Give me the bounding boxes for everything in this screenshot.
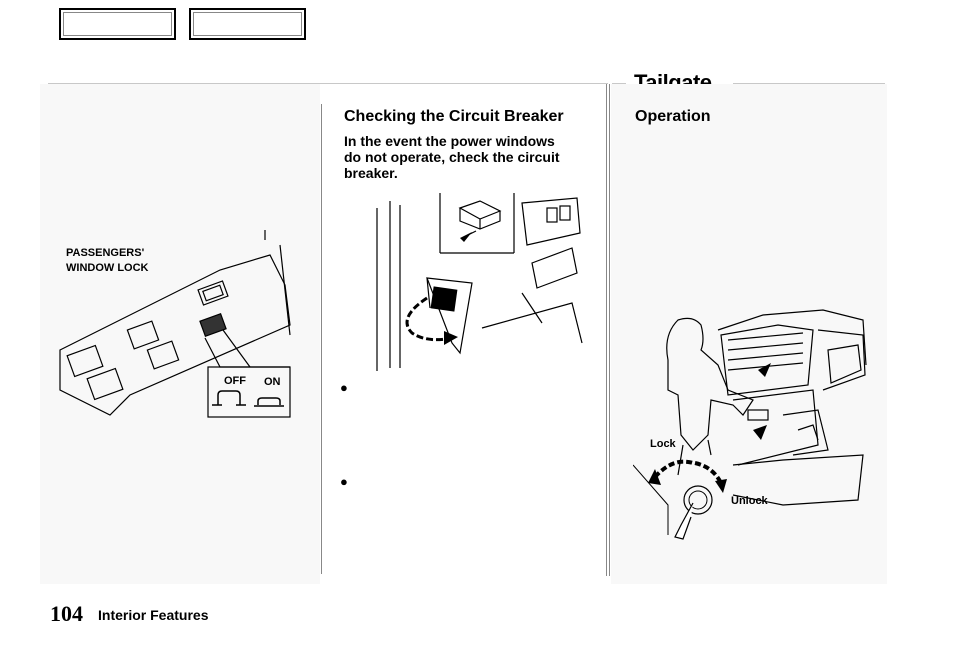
bullet-2: ●	[340, 474, 348, 489]
circuit-breaker-illustration	[376, 193, 583, 371]
callout-line-1: PASSENGERS'	[66, 247, 145, 259]
callout-line-2: WINDOW LOCK	[66, 262, 149, 274]
operation-heading: Operation	[635, 108, 711, 125]
intro-line-1: In the event the power windows	[344, 133, 555, 149]
next-page-button[interactable]	[189, 8, 306, 40]
column-divider-2a	[606, 84, 607, 576]
middle-column	[322, 84, 607, 584]
circuit-breaker-intro: In the event the power windows do not op…	[344, 133, 604, 181]
bullet-1: ●	[340, 380, 348, 395]
header-rule-mid	[612, 83, 626, 84]
left-column	[40, 84, 320, 584]
intro-line-3: breaker.	[344, 165, 398, 181]
switch-off-label: OFF	[224, 375, 246, 387]
intro-line-2: do not operate, check the circuit	[344, 149, 560, 165]
previous-page-button[interactable]	[59, 8, 176, 40]
header-rule-right	[733, 83, 885, 84]
tailgate-illustration	[633, 309, 867, 540]
circuit-breaker-heading: Checking the Circuit Breaker	[344, 108, 564, 125]
page-number: 104	[50, 601, 83, 626]
column-divider-2b	[609, 84, 610, 576]
lock-label: Lock	[650, 438, 676, 450]
window-switch-illustration	[59, 230, 291, 418]
switch-on-label: ON	[264, 376, 281, 388]
header-rule-left	[48, 83, 608, 84]
column-divider-1	[321, 104, 322, 574]
chapter-title: Interior Features	[98, 607, 209, 623]
window-lock-callout: PASSENGERS' WINDOW LOCK	[66, 246, 148, 276]
unlock-label: Unlock	[731, 495, 768, 507]
